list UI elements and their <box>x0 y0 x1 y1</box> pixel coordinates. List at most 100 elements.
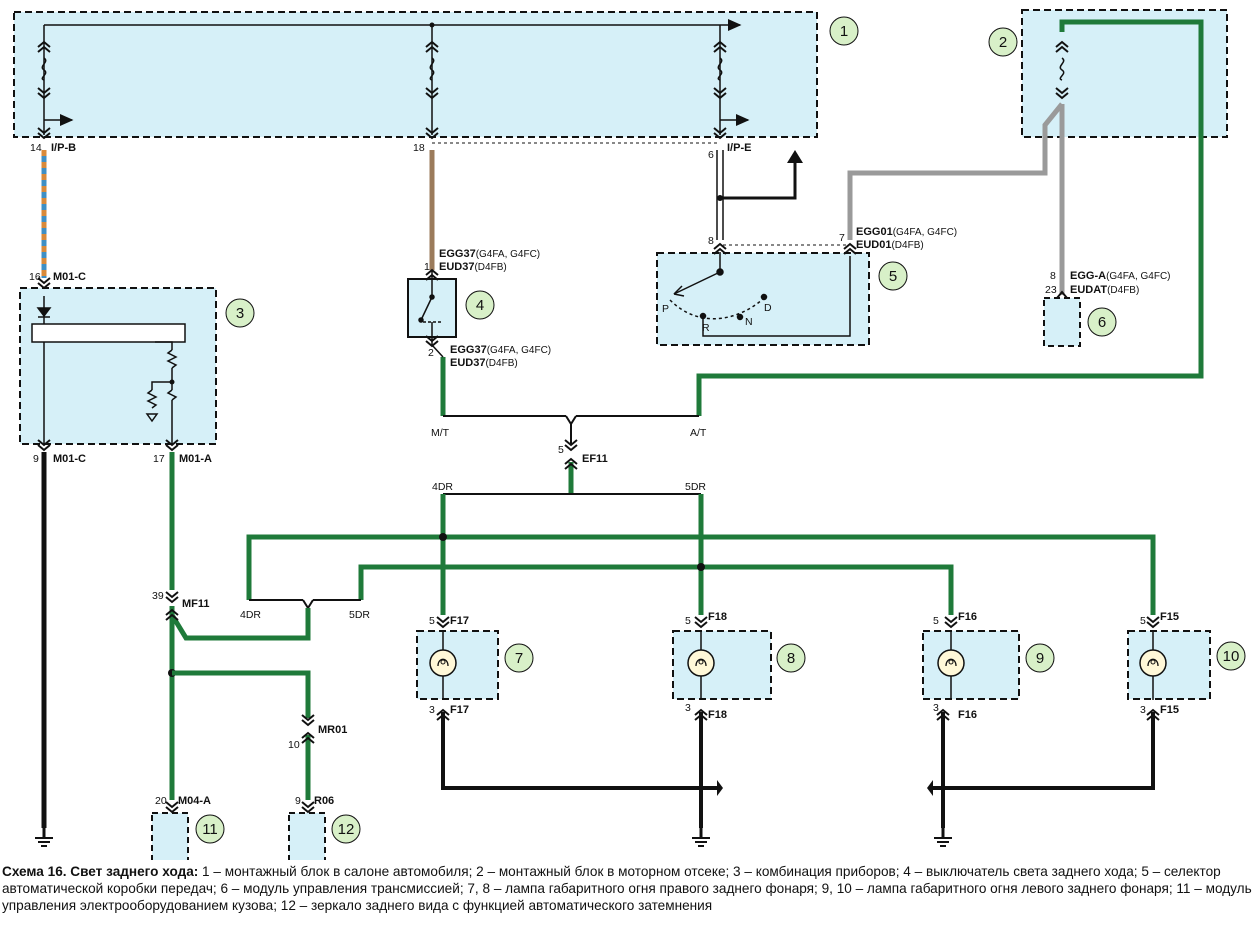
badge-3-text: 3 <box>236 305 244 322</box>
badge-4: 4 <box>465 290 495 320</box>
pin-8b: 8 <box>1050 270 1056 282</box>
badge-10: 10 <box>1216 641 1246 671</box>
label-sel-p: P <box>662 303 669 315</box>
badge-9: 9 <box>1025 643 1055 673</box>
pin-3-f17: 3 <box>429 704 435 716</box>
ground-icon-1 <box>33 826 55 848</box>
pin-3-f16: 3 <box>933 702 939 714</box>
label-4dr-left: 4DR <box>240 609 261 621</box>
pin-23: 23 <box>1045 284 1057 296</box>
badge-2-text: 2 <box>999 34 1007 51</box>
conn-ipe: I/P-E <box>727 142 751 154</box>
badge-10-text: 10 <box>1223 648 1240 665</box>
conn-f15-top: F15 <box>1160 611 1179 623</box>
block-12-box <box>288 812 326 860</box>
conn-mf11: MF11 <box>182 598 210 610</box>
badge-4-text: 4 <box>476 297 484 314</box>
wire-mt-at-bar <box>443 415 699 445</box>
conn-f16-top: F16 <box>958 611 977 623</box>
conn-f18-top: F18 <box>708 611 727 623</box>
conn-m01a: M01-A <box>179 453 212 465</box>
pin-5-ef11: 5 <box>558 444 564 456</box>
badge-12: 12 <box>331 814 361 844</box>
pin-2: 2 <box>428 347 434 359</box>
block-7-box <box>416 630 499 700</box>
ground-icon-3 <box>932 826 954 848</box>
badge-2: 2 <box>988 27 1018 57</box>
pin-3-f18: 3 <box>685 702 691 714</box>
badge-11-text: 11 <box>202 821 218 838</box>
pin-7: 7 <box>839 232 845 244</box>
pin-9: 9 <box>33 453 39 465</box>
badge-1: 1 <box>829 16 859 46</box>
wire-bus-5dr <box>358 564 954 615</box>
conn-m01c-bot: M01-C <box>53 453 86 465</box>
selector-icon <box>669 252 851 337</box>
lamp-icon-8 <box>687 630 715 700</box>
badge-7-text: 7 <box>515 650 523 667</box>
pin-3-f15: 3 <box>1140 704 1146 716</box>
badge-7: 7 <box>504 643 534 673</box>
badge-5-text: 5 <box>889 268 897 285</box>
badge-3: 3 <box>225 298 255 328</box>
badge-6: 6 <box>1087 307 1117 337</box>
label-at: A/T <box>690 427 707 439</box>
wire-ipe-branch-arrow <box>717 150 803 201</box>
conn-m04a: M04-A <box>178 795 211 807</box>
pin-17: 17 <box>153 453 165 465</box>
pin-14: 14 <box>30 142 42 154</box>
conn-ef11: EF11 <box>582 453 608 465</box>
lamp-icon-10 <box>1139 630 1167 700</box>
conn-egg37-b: EGG37(G4FA, G4FC) <box>450 344 551 356</box>
wire-black-ground-left-lamps <box>933 712 1155 790</box>
conn-eud37-a: EUD37(D4FB) <box>439 261 507 273</box>
wire-grey-selector <box>847 102 1064 240</box>
conn-mr01: MR01 <box>318 724 347 736</box>
label-5dr-top: 5DR <box>685 481 706 493</box>
conn-f15-bot: F15 <box>1160 704 1179 716</box>
figure-caption: Схема 16. Свет заднего хода: 1 – монтажн… <box>2 863 1252 914</box>
wiring-diagram: 1 2 3 4 5 6 7 8 9 10 11 12 I/P-B I/P-E M… <box>13 9 1246 860</box>
block-11-box <box>151 812 189 860</box>
conn-f17-top: F17 <box>450 615 469 627</box>
label-sel-n: N <box>745 316 753 328</box>
pin-5-f16: 5 <box>933 615 939 627</box>
label-mt: M/T <box>431 427 450 439</box>
badge-1-text: 1 <box>840 23 848 40</box>
pin-8a: 8 <box>708 235 714 247</box>
pin-5-f17: 5 <box>429 615 435 627</box>
wire-bus-4dr <box>443 534 1156 615</box>
pin-20: 20 <box>155 795 167 807</box>
conn-f18-bot: F18 <box>708 709 727 721</box>
conn-eud37-b: EUD37(D4FB) <box>450 357 518 369</box>
pin-1: 1 <box>424 261 430 273</box>
label-5dr-left: 5DR <box>349 609 370 621</box>
switch-icon <box>418 280 441 336</box>
badge-11: 11 <box>195 814 225 844</box>
wire-ipe-selector <box>716 150 724 240</box>
block-3-internals <box>31 296 186 445</box>
conn-egga: EGG-A(G4FA, G4FC) <box>1070 270 1171 282</box>
pin-10: 10 <box>288 739 300 751</box>
conn-egg01: EGG01(G4FA, G4FC) <box>856 226 957 238</box>
label-4dr-top: 4DR <box>432 481 453 493</box>
conn-m01c-top: M01-C <box>53 271 86 283</box>
lamp-icon-9 <box>937 630 965 700</box>
ground-icon-2 <box>690 826 712 848</box>
pin-16: 16 <box>29 271 41 283</box>
pin-6: 6 <box>708 149 714 161</box>
block-6-box <box>1043 297 1081 347</box>
label-sel-r: R <box>702 322 710 334</box>
conn-eudat: EUDAT(D4FB) <box>1070 284 1139 296</box>
badge-12-text: 12 <box>338 821 355 838</box>
block-2-box <box>1021 9 1228 138</box>
badge-9-text: 9 <box>1036 650 1044 667</box>
pin-39: 39 <box>152 590 164 602</box>
pin-5-f15: 5 <box>1140 615 1146 627</box>
label-sel-d: D <box>764 302 772 314</box>
badge-5: 5 <box>878 261 908 291</box>
badge-8-text: 8 <box>787 650 795 667</box>
conn-ipb: I/P-B <box>51 142 76 154</box>
block-1-box <box>13 11 818 138</box>
badge-8: 8 <box>776 643 806 673</box>
